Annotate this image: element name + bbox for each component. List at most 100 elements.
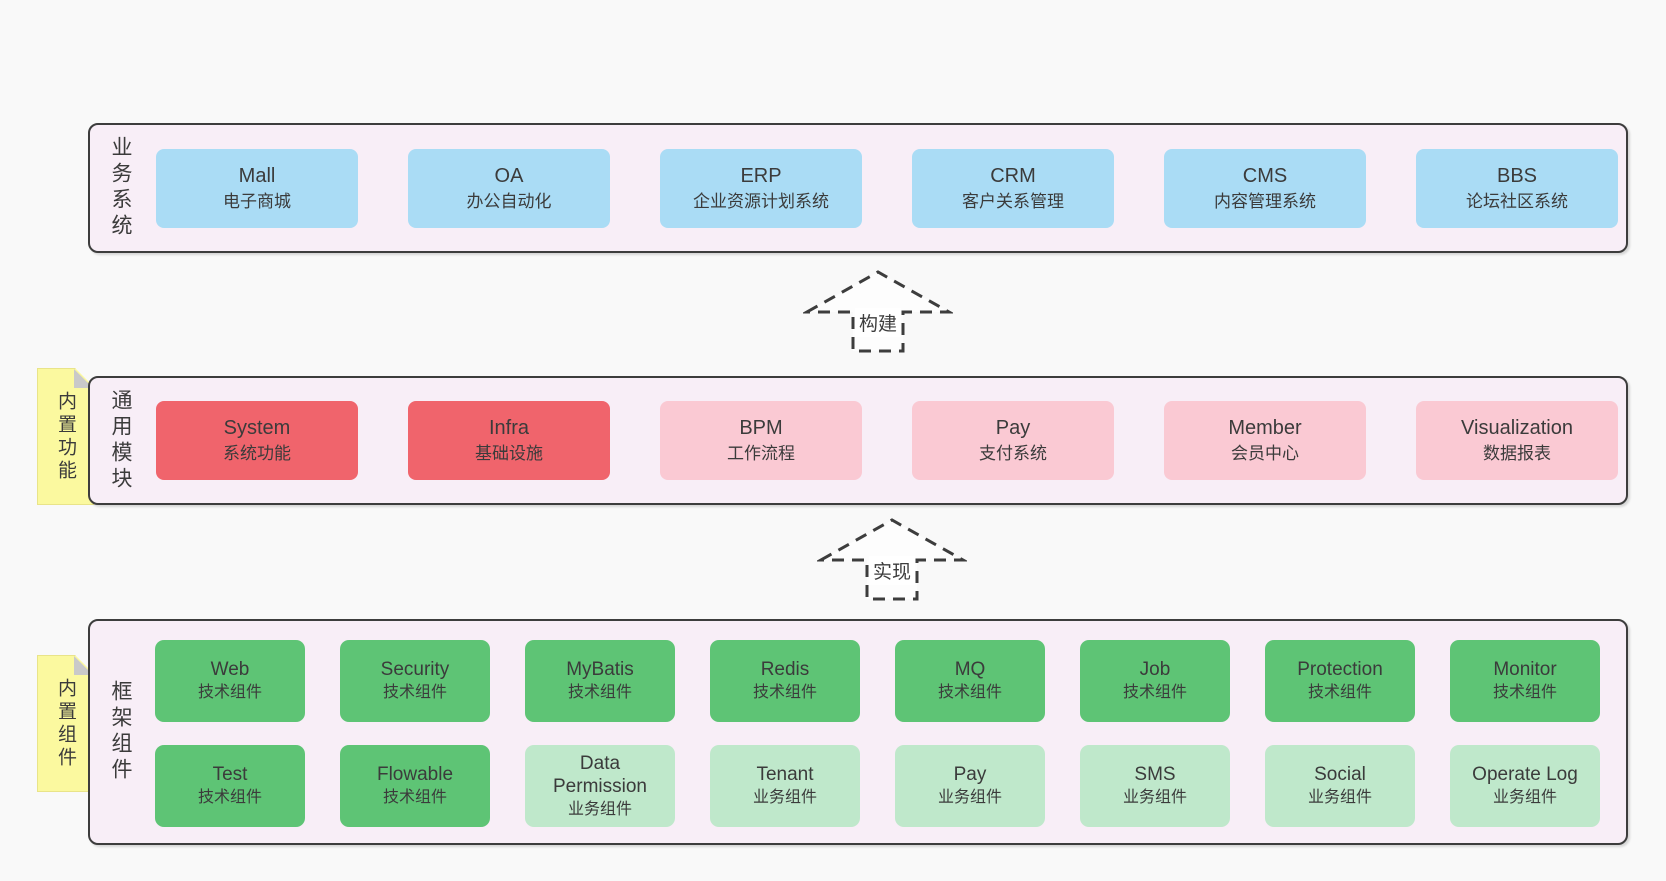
box-subtitle: 技术组件	[567, 684, 632, 701]
box-erp: ERP 企业资源计划系统	[660, 148, 862, 228]
box-title: Monitor	[1493, 659, 1557, 680]
box-subtitle: 业务组件	[1122, 789, 1187, 806]
layer-label-components: 框架组件	[109, 680, 132, 784]
box-title: OA	[494, 164, 524, 187]
layer-business-systems: 业务系统 Mall 电子商城 OA 办公自动化 ERP 企业资源计划系统 CRM 客户关系管理…	[88, 123, 1628, 253]
box-web: Web 技术组件	[155, 640, 305, 722]
box-subtitle: 企业资源计划系统	[693, 191, 829, 211]
box-subtitle: 技术组件	[1492, 684, 1557, 701]
box-mq: MQ 技术组件	[895, 640, 1045, 722]
box-title: MQ	[954, 659, 986, 680]
box-title: Visualization	[1461, 417, 1573, 439]
box-subtitle: 会员中心	[1231, 444, 1299, 463]
sticky-note-text: 内置组件	[55, 677, 76, 770]
sticky-note-text: 内置功能	[55, 390, 76, 483]
box-bbs: BBS 论坛社区系统	[1416, 148, 1618, 228]
implement-arrow: 实现	[817, 516, 967, 602]
box-title: Social	[1314, 764, 1366, 785]
sticky-note-builtin-features: 内置功能	[37, 368, 94, 505]
box-pay: Pay 业务组件	[895, 745, 1045, 827]
box-subtitle: 论坛社区系统	[1466, 191, 1568, 211]
box-title: BPM	[739, 417, 783, 439]
box-subtitle: 支付系统	[979, 444, 1047, 463]
box-subtitle: 业务组件	[1307, 789, 1372, 806]
box-title: BBS	[1496, 164, 1538, 187]
box-subtitle: 业务组件	[1492, 789, 1557, 806]
box-subtitle: 电子商城	[223, 191, 291, 211]
box-title: System	[223, 417, 291, 439]
box-title: Pay	[995, 417, 1031, 439]
box-subtitle: 系统功能	[223, 444, 291, 463]
box-title: Infra	[488, 417, 530, 439]
box-subtitle: 业务组件	[937, 789, 1002, 806]
implement-arrow-label: 实现	[868, 556, 916, 585]
box-test: Test 技术组件	[155, 745, 305, 827]
layer-label-business: 业务系统	[109, 136, 132, 240]
box-title: Member	[1228, 417, 1302, 439]
box-title: Redis	[760, 659, 810, 680]
box-subtitle: 工作流程	[727, 444, 795, 463]
box-subtitle: 技术组件	[752, 684, 817, 701]
box-title: Operate Log	[1472, 764, 1578, 785]
box-sms: SMS 业务组件	[1080, 745, 1230, 827]
box-subtitle: 客户关系管理	[962, 191, 1064, 211]
box-system: System 系统功能	[156, 401, 358, 480]
box-subtitle: 业务组件	[752, 789, 817, 806]
box-title: SMS	[1134, 764, 1176, 785]
box-cms: CMS 内容管理系统	[1164, 148, 1366, 228]
box-subtitle: 技术组件	[937, 684, 1002, 701]
box-title: CMS	[1242, 164, 1288, 187]
box-title: Web	[210, 659, 250, 680]
box-title: MyBatis	[566, 659, 634, 680]
box-member: Member 会员中心	[1164, 401, 1366, 480]
box-title: Tenant	[756, 764, 814, 785]
box-title: Protection	[1297, 659, 1383, 680]
box-pay: Pay 支付系统	[912, 401, 1114, 480]
box-flowable: Flowable 技术组件	[340, 745, 490, 827]
box-subtitle: 技术组件	[197, 789, 262, 806]
box-protection: Protection 技术组件	[1265, 640, 1415, 722]
box-subtitle: 基础设施	[475, 444, 543, 463]
box-mybatis: MyBatis 技术组件	[525, 640, 675, 722]
box-title: Flowable	[376, 764, 454, 785]
box-security: Security 技术组件	[340, 640, 490, 722]
box-subtitle: 技术组件	[382, 684, 447, 701]
box-subtitle: 技术组件	[1122, 684, 1187, 701]
box-title: Mall	[238, 164, 276, 187]
modules-box-row: System 系统功能 Infra 基础设施 BPM 工作流程 Pay 支付系统 Member 会…	[156, 378, 1618, 503]
business-box-row: Mall 电子商城 OA 办公自动化 ERP 企业资源计划系统 CRM 客户关系管理 CMS 内容…	[156, 125, 1618, 251]
build-arrow-label: 构建	[854, 308, 902, 337]
box-bpm: BPM 工作流程	[660, 401, 862, 480]
box-monitor: Monitor 技术组件	[1450, 640, 1600, 722]
box-title: Pay	[953, 764, 987, 785]
box-title: Test	[212, 764, 248, 785]
box-social: Social 业务组件	[1265, 745, 1415, 827]
box-crm: CRM 客户关系管理	[912, 148, 1114, 228]
box-subtitle: 技术组件	[197, 684, 262, 701]
box-title: Job	[1139, 659, 1171, 680]
box-subtitle: 内容管理系统	[1214, 191, 1316, 211]
box-subtitle: 技术组件	[382, 789, 447, 806]
box-title: ERP	[740, 164, 782, 187]
layer-label-modules: 通用模块	[109, 388, 132, 493]
sticky-note-builtin-components: 内置组件	[37, 655, 94, 792]
box-tenant: Tenant 业务组件	[710, 745, 860, 827]
box-operate-log: Operate Log 业务组件	[1450, 745, 1600, 827]
box-redis: Redis 技术组件	[710, 640, 860, 722]
box-oa: OA 办公自动化	[408, 148, 610, 228]
build-arrow: 构建	[803, 268, 953, 354]
box-title: CRM	[990, 164, 1036, 187]
box-mall: Mall 电子商城	[156, 148, 358, 228]
box-subtitle: 技术组件	[1307, 684, 1372, 701]
box-subtitle: 办公自动化	[466, 191, 552, 211]
box-job: Job 技术组件	[1080, 640, 1230, 722]
layer-common-modules: 通用模块 System 系统功能 Infra 基础设施 BPM 工作流程 Pay 支付系统 Me…	[88, 376, 1628, 505]
box-title: Security	[380, 659, 450, 680]
box-infra: Infra 基础设施	[408, 401, 610, 480]
box-title: Data Permission	[553, 752, 647, 797]
